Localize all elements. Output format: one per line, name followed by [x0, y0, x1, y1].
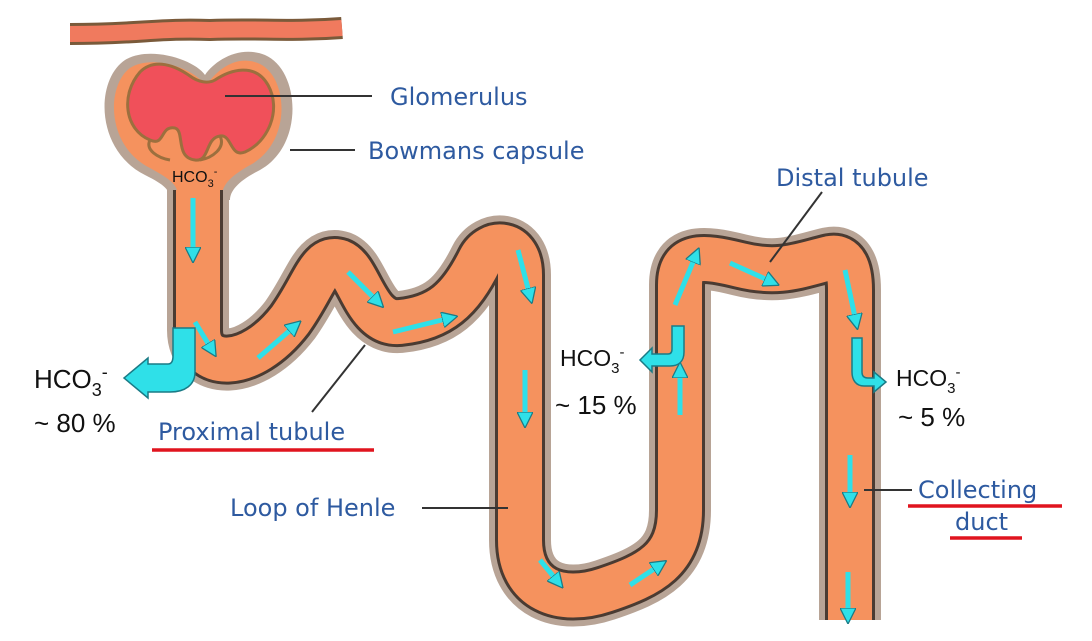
- flow-arrow: [192, 320, 212, 350]
- hco3-glomerular-label: HCO3-: [172, 166, 218, 190]
- label-glomerulus: Glomerulus: [390, 83, 528, 111]
- leader-distal: [769, 191, 823, 263]
- leader-proximal: [311, 344, 366, 413]
- flow-arrow: [538, 558, 558, 582]
- flow-arrow: [256, 326, 295, 360]
- label-collecting-duct-2: duct: [955, 508, 1008, 536]
- hco3-loop-label: HCO3-: [560, 344, 624, 377]
- hco3-proximal-label: HCO3-: [34, 362, 108, 400]
- hco3-distal-label: HCO3-: [896, 364, 960, 397]
- reabsorption-arrow-distal: [851, 337, 888, 394]
- label-distal-tubule: Distal tubule: [776, 164, 929, 192]
- flow-arrow: [346, 270, 378, 302]
- tubule: [167, 190, 881, 627]
- label-collecting-duct-1: Collecting: [918, 476, 1037, 504]
- distal-percent: ~ 5 %: [898, 402, 965, 432]
- reabsorption-arrow-loop: [638, 325, 685, 374]
- label-proximal-tubule: Proximal tubule: [158, 418, 345, 446]
- reabsorption-arrow-proximal: [122, 327, 196, 400]
- flow-arrow: [392, 318, 450, 335]
- flow-arrow: [842, 269, 856, 322]
- blood-vessel: [69, 17, 343, 45]
- proximal-percent: ~ 80 %: [34, 408, 116, 438]
- flow-arrow: [515, 249, 530, 296]
- reabsorption-arrows: [122, 325, 888, 400]
- flow-arrow: [672, 255, 696, 306]
- flow-arrow: [728, 260, 772, 282]
- label-loop-of-henle: Loop of Henle: [230, 494, 395, 522]
- label-bowmans-capsule: Bowmans capsule: [368, 137, 585, 165]
- flow-arrows: [193, 198, 856, 616]
- glomerulus-shape: [126, 62, 276, 162]
- loop-percent: ~ 15 %: [555, 390, 637, 420]
- flow-arrow: [628, 565, 660, 588]
